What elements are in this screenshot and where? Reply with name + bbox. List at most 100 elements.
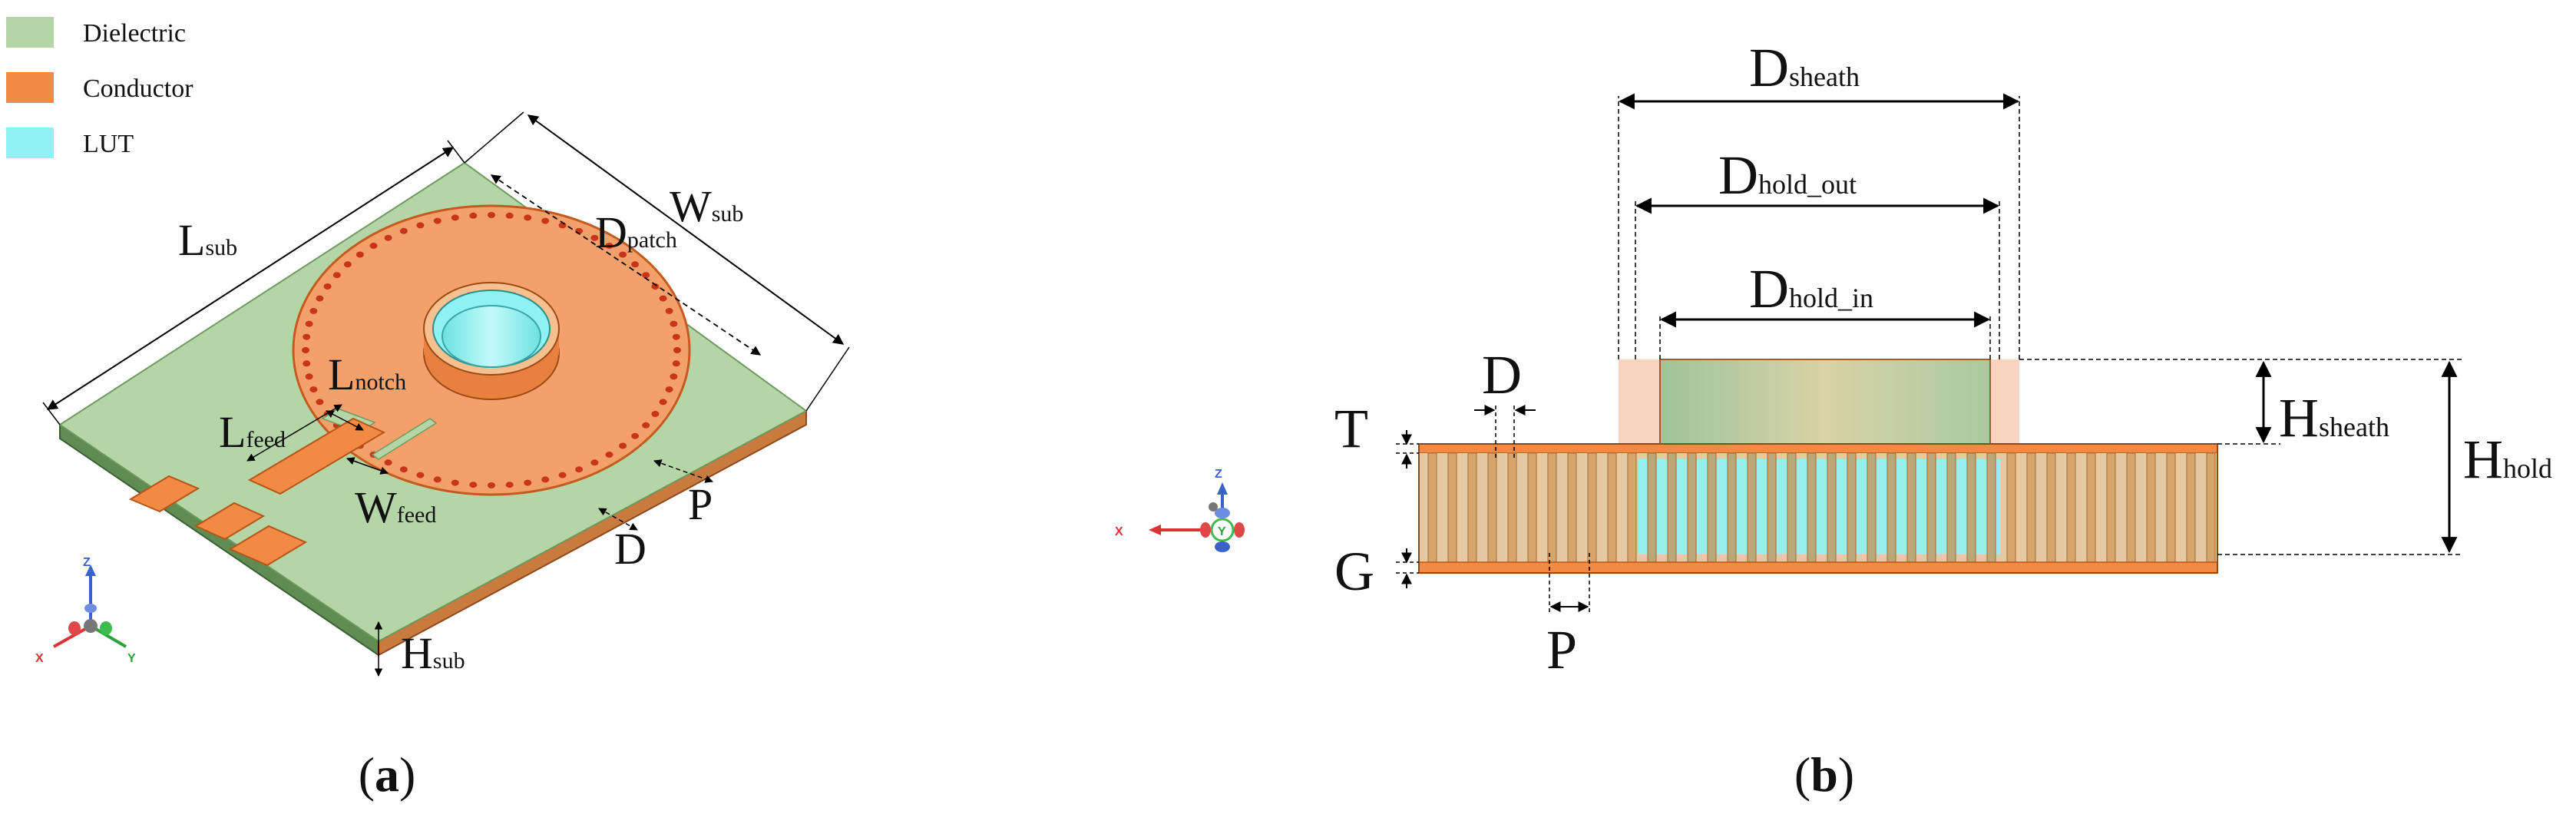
via-hole [469,212,478,219]
via-hole [670,320,678,327]
label-d-hold-out: Dhold_out [1718,144,1857,206]
via-hole [399,227,408,234]
top-conductor-layer [1418,443,2218,454]
via-columns [1427,452,2216,563]
ext-w-sub-2 [805,346,850,412]
via-hole [469,482,478,488]
via-column [1427,452,1437,563]
via-column [1707,452,1717,563]
dim-d-patch [490,174,762,356]
label-h-sub: Hsub [401,628,465,678]
legend: Dielectric Conductor LUT [6,17,193,158]
via-column [2126,452,2136,563]
via-hole [673,347,681,353]
caption-b: (b) [1794,747,1854,802]
via-column [1906,452,1916,563]
via-hole [672,360,680,367]
via-column [2006,452,2016,563]
via-hole [316,399,324,406]
axis-y-label-a: Y [127,652,136,665]
via-hole [309,386,318,393]
via-hole [642,272,650,279]
legend-swatch-dielectric [6,17,54,48]
via-hole [433,476,441,483]
axis-z-label-b: Z [1215,468,1222,481]
label-h-sheath: Hsheath [2279,387,2389,449]
via-column [1747,452,1757,563]
via-hole [399,466,408,473]
via-hole [665,307,673,314]
via-column [1787,452,1797,563]
label-w-feed: Wfeed [355,482,436,532]
via-column [2166,452,2176,563]
via-column [1966,452,1976,563]
via-hole [619,442,627,449]
lut-region [1639,459,2001,555]
caption-a: (a) [359,747,416,802]
via-hole [631,432,640,439]
label-l-feed: Lfeed [219,407,286,457]
dim-l-feed [246,404,342,462]
via-column [1867,452,1877,563]
via-hole [323,283,332,290]
via-hole [541,476,550,483]
via-column [1627,452,1637,563]
via-column [1926,452,1936,563]
via-column [1647,452,1657,563]
feed-pad-1 [128,475,200,513]
via-hole [303,333,311,340]
via-column [1507,452,1517,563]
via-hole [384,459,392,466]
via-hole [642,422,650,429]
via-column [1827,452,1837,563]
label-g: G [1334,541,1374,602]
label-p-a: P [688,479,713,529]
via-column [1946,452,1956,563]
via-hole [524,479,532,486]
dim-l-sub [46,147,455,410]
feed-pad-2 [193,502,266,541]
ext-l-sub-1 [42,402,61,425]
via-column [1667,452,1677,563]
via-column [1587,452,1597,563]
via-hole [416,222,425,229]
via-hole [305,373,313,380]
axis-x-label-b: X [1115,525,1123,538]
via-column [2086,452,2096,563]
dim-w-feed [346,457,389,475]
via-column [1447,452,1457,563]
feed-pad-3 [228,525,308,567]
via-column [1986,452,1996,563]
via-hole [343,261,352,268]
via-column [2206,452,2216,563]
lut-well [441,305,541,368]
via-hole [451,214,459,221]
via-hole [355,251,364,258]
axis-triad-b: Z X Y [1115,468,1245,552]
via-hole [303,360,311,367]
dim-p-a [653,459,713,483]
via-column [2186,452,2196,563]
via-hole [605,452,613,458]
via-column [1467,452,1477,563]
via-column [1767,452,1777,563]
label-d-patch: Dpatch [595,207,677,257]
via-hole [416,472,425,478]
via-hole [524,214,532,221]
via-hole [505,482,514,488]
panel-b-drawing: Dsheath Dhold_out Dhold_in Hsheath Hhold… [1115,37,2552,802]
via-column [1527,452,1537,563]
via-column [1887,452,1896,563]
legend-label-dielectric: Dielectric [83,19,186,48]
via-hole [451,479,459,486]
label-l-sub: Lsub [178,215,237,265]
via-hole [659,399,667,406]
via-hole [332,272,341,279]
via-hole [433,217,441,224]
label-d-hold-in: Dhold_in [1749,258,1873,319]
legend-swatch-conductor [6,72,54,103]
axis-z-label-a: Z [83,556,91,569]
via-hole [369,243,378,249]
via-column [1607,452,1617,563]
label-t: T [1334,398,1368,459]
